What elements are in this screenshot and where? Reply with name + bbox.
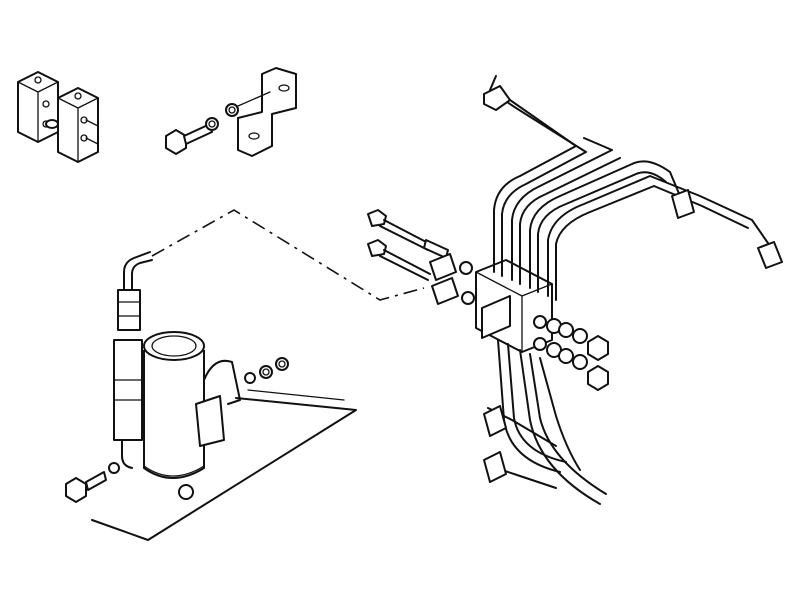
lower-pipe-nuts [483, 405, 507, 483]
distributor-block [475, 259, 553, 353]
clamp-block-right [57, 87, 99, 163]
injector-pipe-3 [529, 160, 681, 293]
injector-fittings [429, 253, 475, 305]
fuel-filter-canister [143, 331, 205, 479]
injector-pipe-4 [547, 175, 771, 301]
distributor-bolts [533, 315, 588, 370]
clamp-block-left [17, 71, 59, 143]
lower-return-pipes [487, 339, 607, 505]
fuel-filter-hose [113, 339, 143, 469]
mounting-bracket [237, 67, 297, 157]
bracket-bolt [165, 123, 213, 155]
filter-mount-plate [91, 397, 357, 541]
pipe-end-nuts [483, 85, 783, 269]
bracket-washers [205, 91, 271, 131]
fuel-filter-line-tube [123, 251, 153, 291]
leader-line-filter [151, 209, 425, 301]
injector-pipe-1 [489, 75, 587, 277]
injector-pipe-2 [511, 137, 621, 285]
clamp-spacer-ring [45, 119, 59, 129]
fuel-filter-nut-top [117, 289, 141, 331]
fuel-filter-washers [244, 357, 289, 384]
injector-bolt-lower [367, 239, 431, 281]
filter-mount-plate-inner [247, 389, 345, 401]
fuel-filter-outlet-fitting [178, 359, 241, 500]
distributor-nuts [587, 335, 609, 391]
filter-mount-bolt [65, 462, 120, 503]
